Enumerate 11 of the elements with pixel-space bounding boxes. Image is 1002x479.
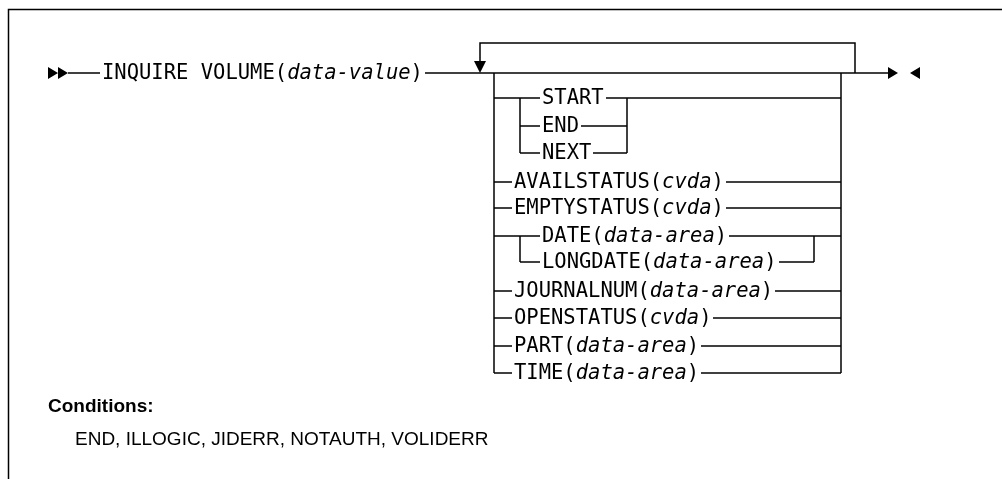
conditions-heading: Conditions: — [48, 395, 154, 417]
option-keyword: PART(data-area) — [512, 333, 702, 357]
command-keyword: INQUIRE VOLUME(data-value) — [100, 60, 425, 84]
option-keyword: AVAILSTATUS(cvda) — [512, 169, 726, 193]
conditions-list: END, ILLOGIC, JIDERR, NOTAUTH, VOLIDERR — [75, 428, 489, 450]
option-keyword: EMPTYSTATUS(cvda) — [512, 195, 726, 219]
option-keyword: DATE(data-area) — [540, 223, 730, 247]
option-keyword: LONGDATE(data-area) — [540, 249, 779, 273]
option-keyword: TIME(data-area) — [512, 360, 702, 384]
option-keyword: OPENSTATUS(cvda) — [512, 305, 714, 329]
option-keyword: JOURNALNUM(data-area) — [512, 278, 776, 302]
